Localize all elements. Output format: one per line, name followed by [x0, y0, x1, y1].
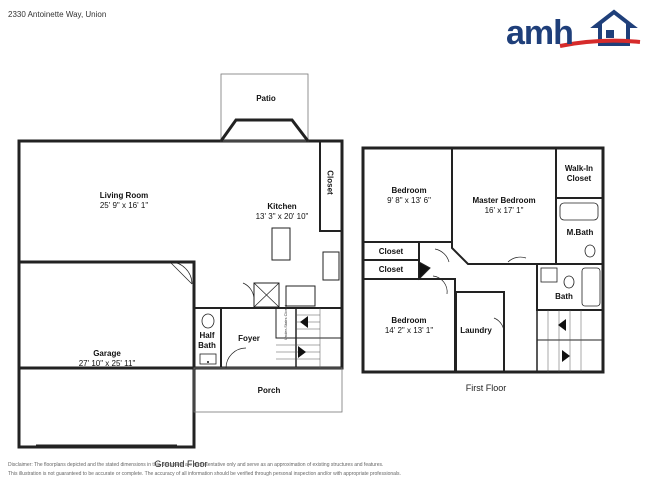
- room-m-bath: M.Bath: [566, 228, 594, 237]
- room-laundry: Laundry: [460, 326, 492, 335]
- house-icon: [559, 9, 641, 48]
- patio-outline: [220, 73, 309, 142]
- first-floor-label: First Floor: [465, 383, 507, 393]
- room-foyer: Foyer: [238, 334, 260, 343]
- disclaimer-line-1: Disclaimer: The floorplans depicted and …: [8, 462, 384, 468]
- room-closet-kitchen: Closet: [325, 170, 335, 195]
- amh-logo: amh: [506, 14, 574, 52]
- disclaimer-line-2: This illustration is not guaranteed to b…: [8, 471, 401, 477]
- stair-arrow-icon: [300, 316, 308, 328]
- room-porch: Porch: [257, 386, 281, 395]
- kitchen-closet: [319, 140, 343, 232]
- kitchen-island: [271, 227, 291, 261]
- room-closet-1: Closet: [378, 247, 404, 256]
- room-closet-2: Closet: [378, 265, 404, 274]
- stair-arrow-icon: [558, 319, 566, 331]
- room-bath: Bath: [555, 292, 573, 301]
- under-stairs-closet-label: Under-Stairs Closet: [282, 305, 288, 340]
- porch-outline: [193, 367, 343, 413]
- room-patio: Patio: [256, 94, 276, 103]
- stair-arrow-icon: [562, 350, 570, 362]
- stair-arrow-icon: [298, 346, 306, 358]
- ground-floor-label: Ground Floor: [154, 459, 208, 469]
- ground-floor-outline: [17, 139, 344, 370]
- property-address: 2330 Antoinette Way, Union: [8, 10, 107, 19]
- room-walk-in-closet: Walk-In Closet: [564, 164, 594, 183]
- room-half-bath: Half Bath: [198, 331, 216, 350]
